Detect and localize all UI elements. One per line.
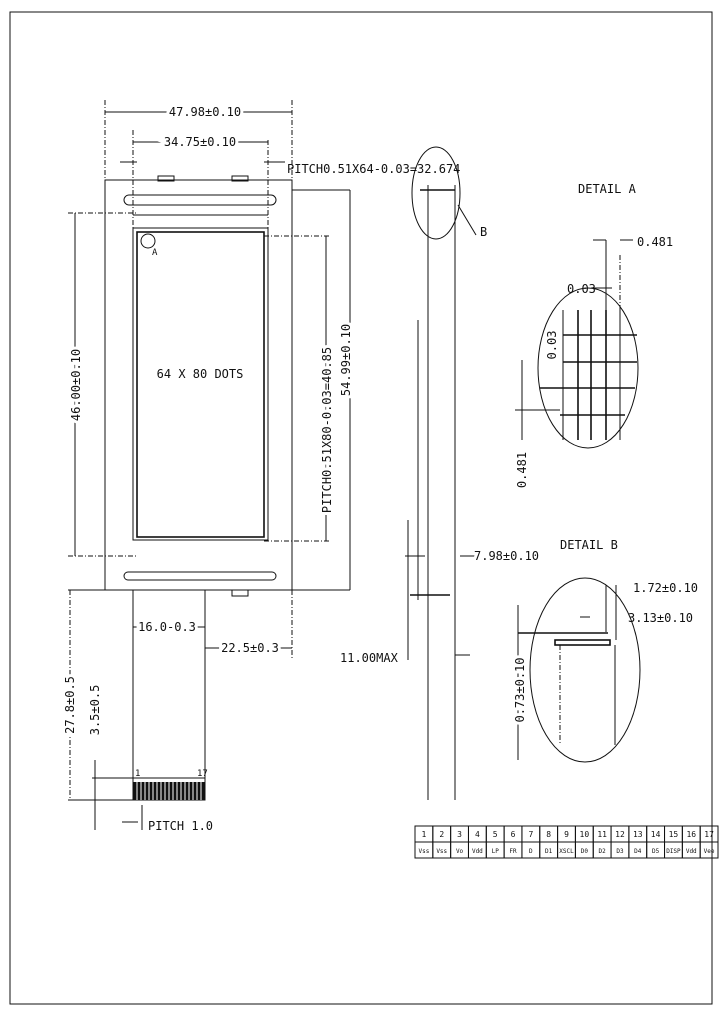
pin-signal: Vee (704, 848, 715, 855)
fpc-pin-last: 17 (197, 769, 208, 779)
detail-a-dim-gap-h: 0.03 (567, 282, 596, 296)
dim-pitch-fpc: PITCH 1.0 (148, 819, 213, 833)
viewing-area (136, 231, 265, 538)
dim-outer-height: 54.99±0.10 (339, 324, 353, 396)
detail-a-dim-pitch-v: 0.481 (515, 452, 529, 488)
pin-number: 1 (421, 830, 426, 839)
pin-number: 9 (564, 830, 569, 839)
pin-signal: LP (492, 848, 500, 855)
detail-a-marker-label: A (152, 248, 158, 258)
pin-number: 13 (633, 830, 643, 839)
pin-signal: D (529, 848, 533, 855)
pin-signal: DISP (666, 848, 681, 855)
dim-fpc-contact: 3.5±0.5 (88, 685, 102, 736)
detail-a-dim-pitch: 0.481 (637, 235, 673, 249)
top-slot (123, 194, 277, 206)
dim-fpc-offset: 22.5±0.3 (221, 641, 279, 655)
pin-number: 17 (704, 830, 714, 839)
pin-number: 5 (493, 830, 498, 839)
dim-pitch-horizontal: PITCH0.51X64-0.03=32.674 (287, 162, 460, 176)
detail-b: DETAIL B 1.72±0.10 3.13±0.10 0.73±0.10 (510, 538, 698, 763)
dim-fpc-width: 16.0-0.3 (138, 620, 196, 634)
pin-number: 11 (597, 830, 607, 839)
pin-signal: D5 (652, 848, 660, 855)
dim-thickness: 7.98±0.10 (474, 549, 539, 563)
detail-a-title: DETAIL A (578, 182, 637, 196)
pin-number: 15 (669, 830, 679, 839)
detail-b-marker-label: B (480, 225, 487, 239)
fpc-pin-first: 1 (135, 769, 140, 779)
pin-number: 10 (580, 830, 590, 839)
bottom-slot (123, 571, 277, 581)
dim-max: 11.00MAX (340, 651, 399, 665)
pin-signal: D0 (581, 848, 589, 855)
pin-signal: D1 (545, 848, 553, 855)
detail-b-dim-a: 1.72±0.10 (633, 581, 698, 595)
detail-a-marker (140, 233, 156, 249)
pin-number: 4 (475, 830, 480, 839)
pin-signal: XSCL (559, 848, 574, 855)
detail-a-dim-gap-v: 0.03 (545, 331, 559, 360)
pin-signal: Vo (456, 848, 464, 855)
fpc-contacts (133, 782, 205, 800)
side-view: B 7.98±0.10 11.00MAX (340, 146, 542, 800)
front-view: A 64 X 80 DOTS 47.98±0.10 34.75±0.10 PIT… (60, 100, 460, 833)
dim-height-viewing: 46.00±0.10 (69, 349, 83, 421)
dim-viewing-width: 34.75±0.10 (164, 135, 236, 149)
pin-number: 6 (511, 830, 516, 839)
dots-label: 64 X 80 DOTS (157, 367, 244, 381)
drawing-border (9, 11, 713, 1005)
pin-signal: Vdd (472, 848, 483, 855)
pin-signal: FR (509, 848, 517, 855)
pin-number: 7 (528, 830, 533, 839)
pin-signal: D3 (616, 848, 624, 855)
pin-number: 12 (615, 830, 625, 839)
pin-signal: Vss (436, 848, 447, 855)
pin-number: 2 (439, 830, 444, 839)
pin-signal: Vss (418, 848, 429, 855)
detail-a: DETAIL A 0.481 0.03 0.03 0.481 (515, 182, 673, 488)
detail-b-dim-c: 0.73±0.10 (513, 657, 527, 722)
pin-table-cell (699, 841, 719, 859)
pin-signal: D2 (599, 848, 607, 855)
display-area (132, 227, 269, 541)
pin-signal: Vdd (686, 848, 697, 855)
pin-signal: D4 (634, 848, 642, 855)
dim-pitch-vertical: PITCH0.51X80-0.03=40.85 (320, 347, 334, 513)
pin-number: 16 (686, 830, 696, 839)
pin-number: 14 (651, 830, 661, 839)
detail-b-title: DETAIL B (560, 538, 618, 552)
pin-number: 8 (546, 830, 551, 839)
detail-b-dim-b: 3.13±0.10 (628, 611, 693, 625)
dim-fpc-length: 27.8±0.5 (63, 676, 77, 734)
pin-number: 3 (457, 830, 462, 839)
dim-outer-width: 47.98±0.10 (169, 105, 241, 119)
detail-b-circle (411, 146, 461, 240)
detail-a-grid (540, 310, 637, 440)
